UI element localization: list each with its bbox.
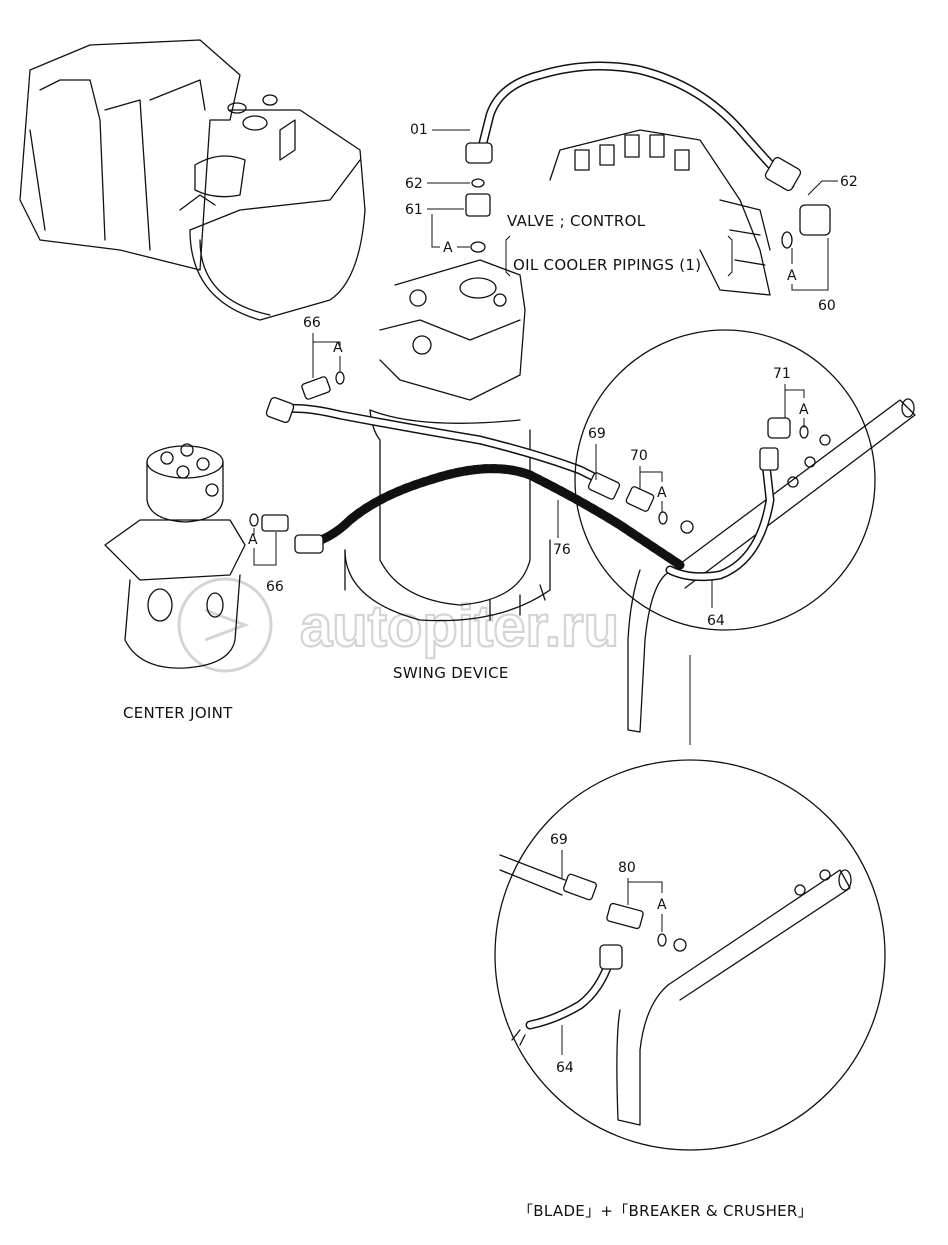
callout-71: 71 [773, 366, 791, 382]
hose-swing-line [265, 396, 615, 490]
excavator-overview [19, 39, 366, 321]
callout-01: 01 [410, 122, 428, 138]
control-valve [549, 129, 771, 296]
label-center-joint: CENTER JOINT [123, 704, 233, 722]
center-joint [104, 443, 246, 669]
callout-a-60: A [787, 268, 797, 284]
callout-64-lower: 64 [556, 1060, 574, 1076]
callout-a-71: A [799, 402, 809, 418]
fitting-61 [465, 178, 491, 253]
label-swing-device: SWING DEVICE [393, 664, 509, 682]
callout-a-66-top: A [333, 340, 343, 356]
label-valve-control: VALVE ; CONTROL [507, 212, 646, 230]
fitting-66-lower [249, 513, 289, 532]
label-oil-cooler: OIL COOLER PIPINGS (1) [513, 256, 701, 274]
hose-76 [294, 464, 685, 570]
detail-circle-upper [574, 329, 916, 745]
watermark-text: autopiter.ru [300, 594, 619, 659]
fitting-66-upper [301, 371, 345, 400]
callout-80: 80 [618, 860, 636, 876]
fitting-60 [781, 204, 831, 249]
label-footer-options: 「BLADE」+「BREAKER & CRUSHER」 [518, 1202, 813, 1220]
callout-66-top: 66 [303, 315, 321, 331]
callout-60: 60 [818, 298, 836, 314]
callout-a-66-lower: A [248, 532, 258, 548]
callout-a-61: A [443, 240, 453, 256]
callouts: 01 62 61 A 62 A 60 66 A 71 A 69 70 A 76 [248, 122, 858, 1076]
watermark-logo-icon [177, 577, 273, 673]
callout-a-80: A [657, 897, 667, 913]
callout-66-lower: 66 [266, 579, 284, 595]
callout-64-upper: 64 [707, 613, 725, 629]
callout-69-upper: 69 [588, 426, 606, 442]
callout-70: 70 [630, 448, 648, 464]
callout-62-right: 62 [840, 174, 858, 190]
swing-device [344, 259, 551, 622]
callout-62-top: 62 [405, 176, 423, 192]
callout-a-70: A [657, 485, 667, 501]
callout-76: 76 [553, 542, 571, 558]
callout-61: 61 [405, 202, 423, 218]
callout-69-lower: 69 [550, 832, 568, 848]
detail-circle-lower [494, 759, 886, 1151]
hose-01 [465, 61, 802, 192]
watermark: autopiter.ru [177, 577, 620, 673]
